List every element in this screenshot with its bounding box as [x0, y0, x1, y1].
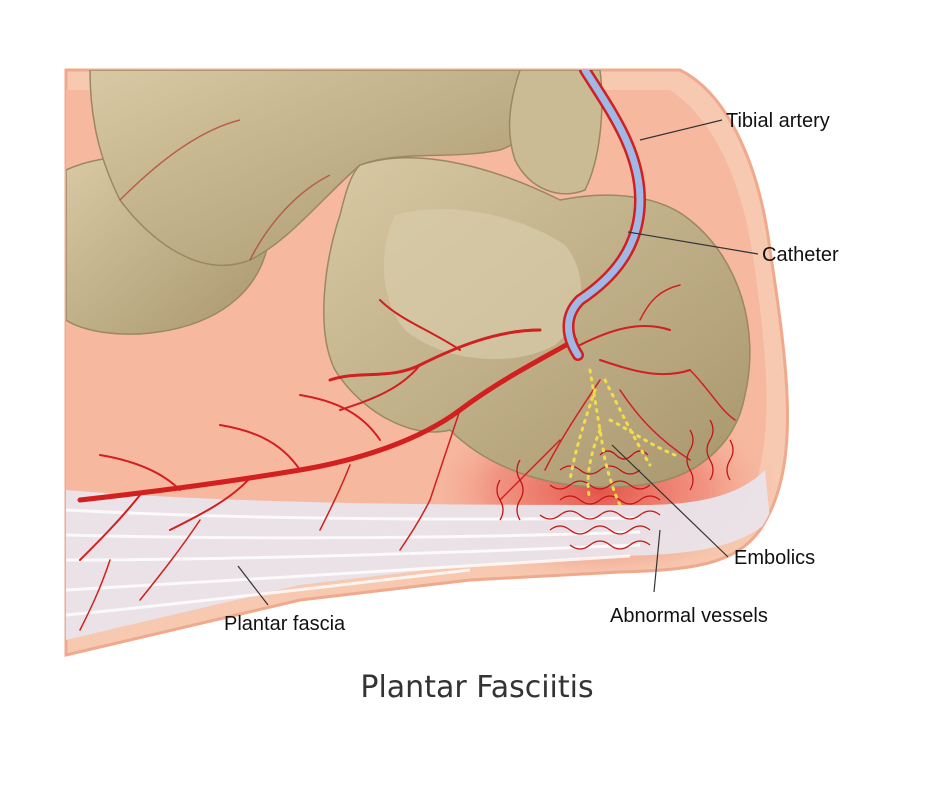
catheter-tube: [565, 70, 644, 359]
abnormal-vessels-leader: [653, 529, 661, 593]
embolics-leader: [611, 444, 729, 558]
talus-bone: [508, 70, 603, 195]
fascia-fibers: [66, 508, 641, 617]
plantar-fascia-leader: [237, 565, 269, 606]
midfoot-bone: [89, 70, 542, 266]
embolics-particles: [568, 368, 677, 507]
plantar-fascia-label: Plantar fascia: [224, 613, 346, 635]
embolics-label: Embolics: [734, 547, 815, 569]
main-artery: [77, 337, 578, 503]
diagram-title: Plantar Fasciitis: [360, 670, 593, 705]
foot-bones: [66, 70, 751, 488]
abnormal-vessels-label: Abnormal vessels: [610, 605, 768, 627]
abnormal-vessels-cluster: [496, 419, 734, 550]
catheter-label: Catheter: [762, 244, 839, 266]
artery-network: [77, 284, 736, 631]
tibial-artery-label: Tibial artery: [726, 110, 830, 132]
catheter-leader: [627, 231, 759, 255]
tibial-artery-leader: [639, 119, 723, 141]
bone-joint-line: [119, 119, 331, 261]
calcaneus-highlight: [383, 209, 582, 360]
